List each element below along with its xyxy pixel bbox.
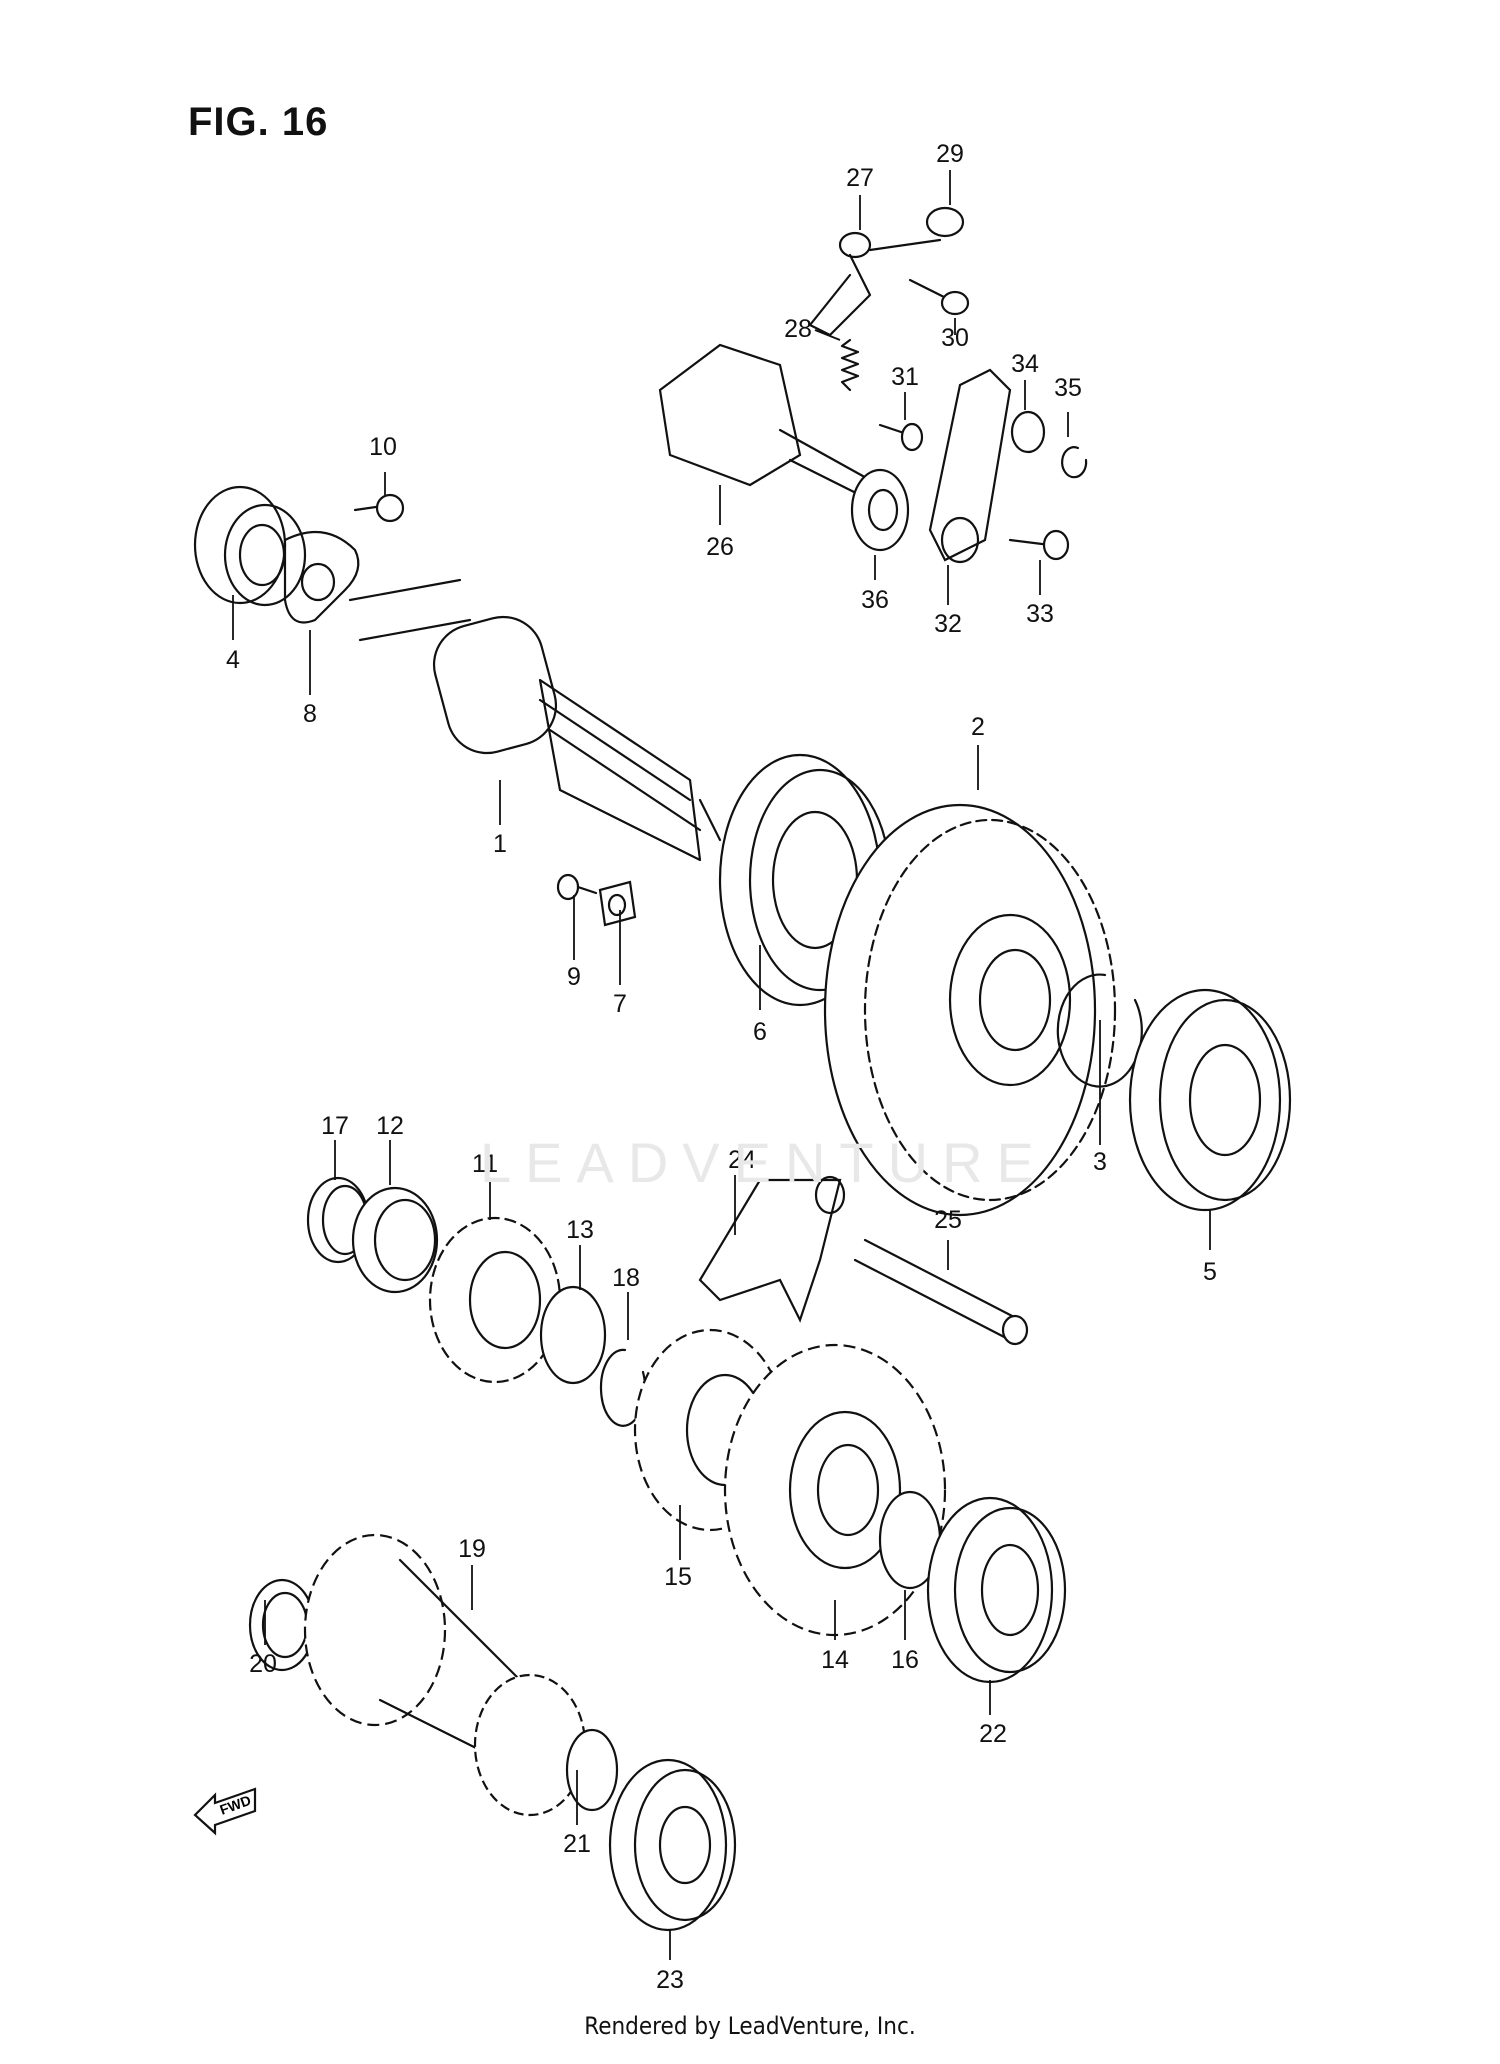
callout-3: 3 <box>1093 1148 1107 1176</box>
callout-2: 2 <box>971 713 985 741</box>
part-washer-21 <box>565 1728 619 1812</box>
callout-33: 33 <box>1026 600 1054 628</box>
callout-labels: 1 2 3 4 5 6 7 8 9 10 11 12 13 14 15 16 1… <box>226 140 1217 1994</box>
callout-15: 15 <box>664 1563 692 1591</box>
callout-29: 29 <box>936 140 964 168</box>
part-main-shaft <box>348 578 722 862</box>
callout-36: 36 <box>861 586 889 614</box>
part-washer-13 <box>539 1285 607 1385</box>
callout-18: 18 <box>612 1264 640 1292</box>
callout-31: 31 <box>891 363 919 391</box>
footer-credit: Rendered by LeadVenture, Inc. <box>584 2012 916 2040</box>
callout-16: 16 <box>891 1646 919 1674</box>
part-bolt-31 <box>878 422 924 452</box>
callout-30: 30 <box>941 324 969 352</box>
part-bolt-9 <box>556 873 598 901</box>
leader-lines <box>232 170 1211 1960</box>
callout-10: 10 <box>369 433 397 461</box>
watermark: LEADVENTURE <box>480 1131 1048 1194</box>
part-bolt-33 <box>1008 529 1070 561</box>
part-bolt-30 <box>908 278 970 316</box>
callout-32: 32 <box>934 610 962 638</box>
part-bracket <box>283 530 360 624</box>
callout-8: 8 <box>303 700 317 728</box>
part-needle-bearing <box>193 485 307 607</box>
callout-25: 25 <box>934 1206 962 1234</box>
part-seal-36 <box>850 468 910 552</box>
callout-14: 14 <box>821 1646 849 1674</box>
callout-7: 7 <box>613 990 627 1018</box>
callout-20: 20 <box>249 1650 277 1678</box>
part-countershaft-19 <box>303 1533 587 1817</box>
callout-13: 13 <box>566 1216 594 1244</box>
callout-21: 21 <box>563 1830 591 1858</box>
part-gear-11 <box>428 1216 562 1384</box>
part-lock-washer-7 <box>598 880 637 927</box>
callout-11: 11 <box>472 1150 498 1178</box>
callout-17: 17 <box>321 1112 349 1140</box>
callout-24: 24 <box>728 1146 756 1174</box>
callout-5: 5 <box>1203 1258 1217 1286</box>
part-washer-29 <box>925 206 965 238</box>
callout-19: 19 <box>458 1535 486 1563</box>
callout-12: 12 <box>376 1112 404 1140</box>
fwd-arrow-icon: FWD <box>193 1787 257 1836</box>
part-bearing-22 <box>926 1496 1067 1684</box>
part-shift-arm-27 <box>808 231 942 337</box>
callout-4: 4 <box>226 646 240 674</box>
callout-1: 1 <box>493 830 507 858</box>
part-washer-34 <box>1010 410 1046 454</box>
part-shift-fork-24 <box>698 1175 846 1323</box>
part-bushing-12 <box>351 1186 439 1294</box>
callout-27: 27 <box>846 164 874 192</box>
callout-35: 35 <box>1054 374 1082 402</box>
part-screw <box>353 493 405 523</box>
part-spring-28 <box>840 338 860 392</box>
part-kick-arm-32 <box>928 368 1012 564</box>
part-gear-14 <box>723 1343 947 1637</box>
part-large-gear <box>823 803 1117 1217</box>
callout-6: 6 <box>753 1018 767 1046</box>
part-circlip-35 <box>1061 446 1088 479</box>
callout-22: 22 <box>979 1720 1007 1748</box>
callout-26: 26 <box>706 533 734 561</box>
callout-34: 34 <box>1011 350 1039 378</box>
part-shaft-25 <box>853 1238 1029 1346</box>
part-shift-cam-26 <box>658 343 872 502</box>
figure-title: FIG. 16 <box>188 100 329 144</box>
callout-23: 23 <box>656 1966 684 1994</box>
callout-28: 28 <box>784 315 812 343</box>
part-bearing-23 <box>608 1758 737 1932</box>
callout-9: 9 <box>567 963 581 991</box>
part-bearing-5 <box>1128 988 1292 1212</box>
